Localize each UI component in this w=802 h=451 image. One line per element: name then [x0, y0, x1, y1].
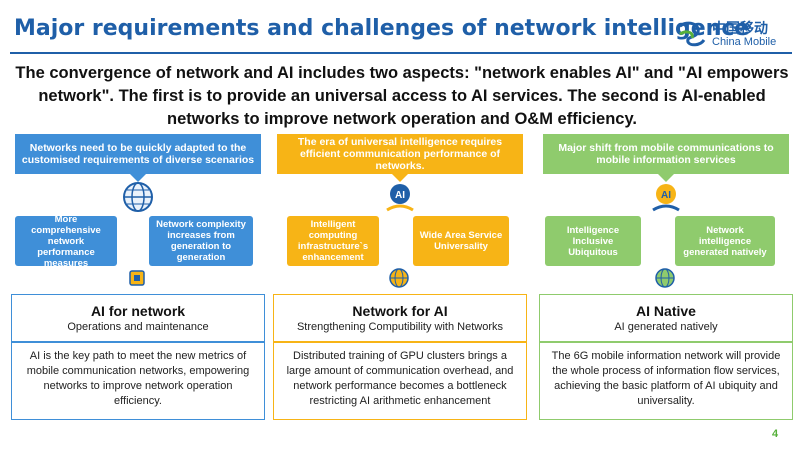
card-subtitle: AI generated natively: [614, 321, 718, 333]
page-title: Major requirements and challenges of net…: [14, 16, 750, 41]
card-description: The 6G mobile information network will p…: [551, 350, 781, 407]
intro-paragraph: The convergence of network and AI includ…: [15, 64, 789, 128]
china-mobile-logo: 中国移动 China Mobile: [676, 18, 794, 52]
ai-for-network-card: AI for network Operations and maintenanc…: [11, 294, 265, 420]
requirement-box-left: More comprehensive network performance m…: [15, 214, 117, 269]
network-for-ai-card: Network for AI Strengthening Computibili…: [273, 294, 527, 420]
column-ai-native: Major shift from mobile communications t…: [539, 134, 793, 424]
china-mobile-logo-icon: [679, 21, 706, 47]
column-network-for-ai: The era of universal intelligence requir…: [273, 134, 527, 424]
title-underline: [10, 52, 792, 54]
card-divider: [274, 341, 526, 343]
globe-network-icon: [123, 182, 153, 212]
chip-icon: [129, 270, 145, 286]
requirement-box-left: Intelligent computing infrastructure`s e…: [287, 216, 379, 266]
card-description: Distributed training of GPU clusters bri…: [286, 350, 514, 407]
requirement-box-right: Network intelligence generated natively: [675, 216, 775, 266]
svg-text:AI: AI: [661, 190, 671, 201]
card-title: AI for network: [90, 303, 186, 319]
globe-icon: [655, 268, 675, 288]
globe-icon: [389, 268, 409, 288]
page-number: 4: [772, 428, 779, 440]
card-subtitle: Strengthening Computibility with Network…: [296, 321, 504, 333]
logo-chinese-text: 中国移动: [712, 21, 768, 37]
card-divider: [540, 341, 792, 343]
logo-english-text: China Mobile: [712, 36, 777, 48]
requirement-box-left: Intelligence Inclusive Ubiquitous: [545, 216, 641, 266]
card-divider: [12, 341, 264, 343]
card-title: AI Native: [636, 303, 696, 319]
card-subtitle: Operations and maintenance: [67, 321, 209, 333]
ai-native-card: AI Native AI generated natively The 6G m…: [539, 294, 793, 420]
card-title: Network for AI: [352, 303, 448, 319]
column-header: The era of universal intelligence requir…: [277, 134, 523, 182]
svg-text:AI: AI: [395, 190, 405, 201]
ai-hand-icon: AI: [386, 184, 414, 212]
ai-brain-hand-icon: AI: [652, 184, 680, 212]
column-header: Major shift from mobile communications t…: [543, 134, 789, 182]
column-ai-for-network: Networks need to be quickly adapted to t…: [11, 134, 265, 424]
requirement-box-right: Wide Area Service Universality: [413, 216, 509, 266]
column-header: Networks need to be quickly adapted to t…: [15, 134, 261, 182]
card-description: AI is the key path to meet the new metri…: [26, 350, 250, 407]
requirement-box-right: Network complexity increases from genera…: [149, 216, 253, 266]
